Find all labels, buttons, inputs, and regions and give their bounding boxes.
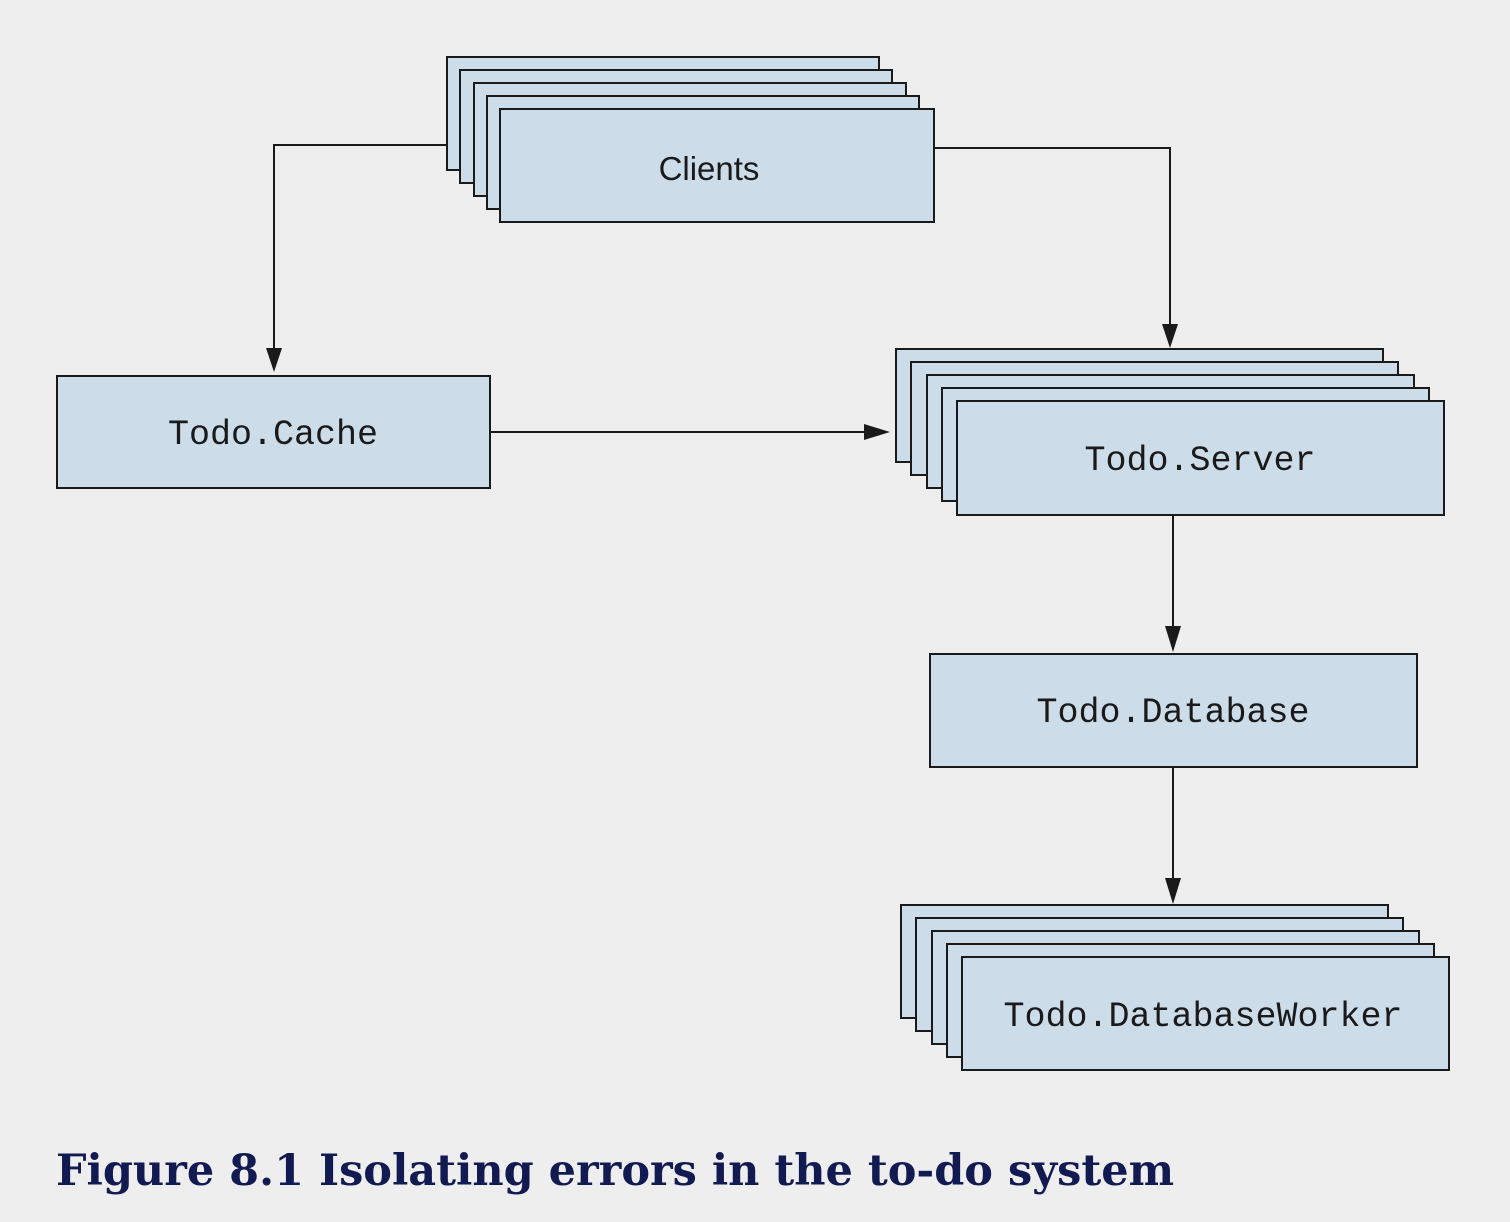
clients-box	[499, 108, 935, 223]
node-server: Todo.Server	[895, 348, 1445, 516]
cache-label: Todo.Cache	[168, 415, 378, 455]
cache-box	[56, 375, 491, 489]
worker-box	[961, 956, 1450, 1071]
edge-cache-to-server	[490, 424, 890, 440]
database-label: Todo.Database	[1036, 693, 1309, 733]
server-box	[956, 400, 1445, 516]
clients-label: Clients	[659, 150, 760, 187]
edges	[266, 144, 1181, 904]
node-worker: Todo.DatabaseWorker	[900, 904, 1450, 1071]
database-box	[929, 653, 1418, 768]
edge-clients-to-cache	[266, 144, 447, 372]
node-cache: Todo.Cache	[56, 375, 491, 489]
node-clients: Clients	[446, 56, 935, 223]
node-database: Todo.Database	[929, 653, 1418, 768]
figure-caption: Figure 8.1 Isolating errors in the to-do…	[56, 1146, 1175, 1196]
server-label: Todo.Server	[1084, 441, 1315, 481]
edge-database-to-worker	[1165, 767, 1181, 904]
edge-server-to-database	[1165, 515, 1181, 652]
edge-clients-to-server	[934, 147, 1178, 348]
worker-label: Todo.DatabaseWorker	[1003, 997, 1402, 1037]
